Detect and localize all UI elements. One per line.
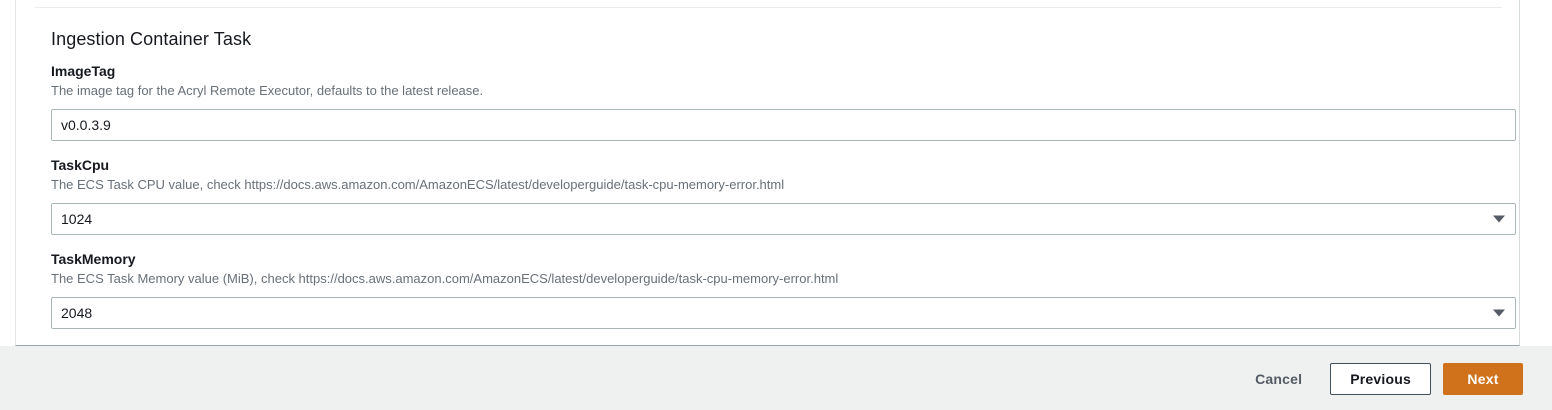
form-field-image-tag: ImageTag The image tag for the Acryl Rem… xyxy=(51,62,1516,141)
cancel-button[interactable]: Cancel xyxy=(1239,363,1318,395)
page-title: Ingestion Container Task xyxy=(51,29,252,49)
wizard-footer: Cancel Previous Next xyxy=(0,346,1552,410)
field-description-image-tag: The image tag for the Acryl Remote Execu… xyxy=(51,83,484,98)
task-cpu-select[interactable]: 1024 xyxy=(51,203,1516,235)
field-label-image-tag: ImageTag xyxy=(51,63,116,79)
control-wrap-task-memory: 2048 xyxy=(51,297,1516,329)
parameters-card: Ingestion Container Task ImageTag The im… xyxy=(15,0,1520,346)
next-button[interactable]: Next xyxy=(1443,363,1523,395)
footer-actions: Cancel Previous Next xyxy=(1239,363,1523,395)
previous-button[interactable]: Previous xyxy=(1330,363,1431,395)
field-description-task-cpu: The ECS Task CPU value, check https://do… xyxy=(51,177,785,192)
field-description-task-memory: The ECS Task Memory value (MiB), check h… xyxy=(51,271,839,286)
image-tag-input[interactable] xyxy=(51,109,1516,141)
control-wrap-image-tag xyxy=(51,109,1516,141)
card-top-divider xyxy=(35,7,1502,8)
form-field-task-memory: TaskMemory The ECS Task Memory value (Mi… xyxy=(51,250,1516,329)
field-label-task-cpu: TaskCpu xyxy=(51,157,110,173)
form-field-task-cpu: TaskCpu The ECS Task CPU value, check ht… xyxy=(51,156,1516,235)
control-wrap-task-cpu: 1024 xyxy=(51,203,1516,235)
field-label-task-memory: TaskMemory xyxy=(51,251,136,267)
task-memory-select[interactable]: 2048 xyxy=(51,297,1516,329)
